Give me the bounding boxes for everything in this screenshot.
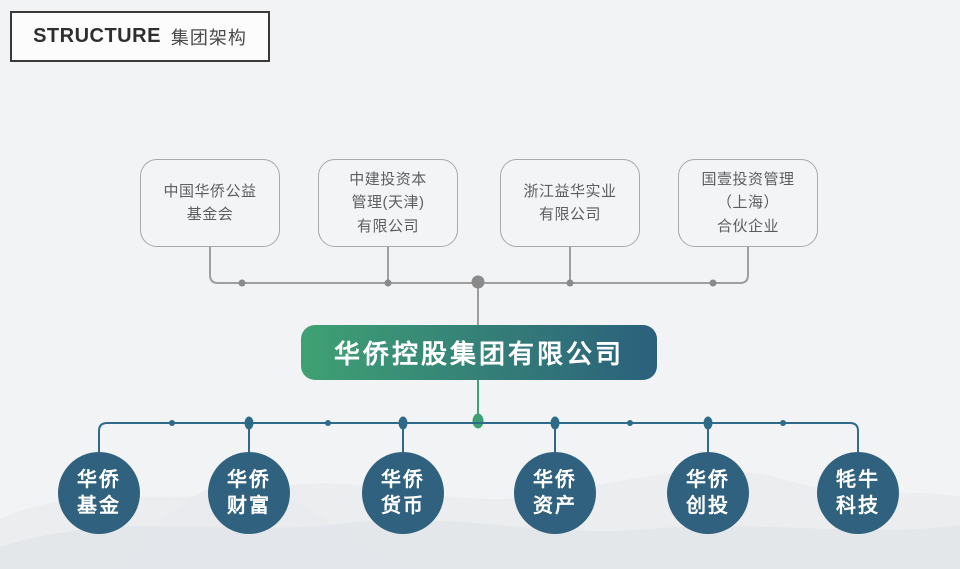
subsidiary-circle-5: 华侨 创投 xyxy=(667,452,749,534)
group-holding-node: 华侨控股集团有限公司 xyxy=(301,325,657,380)
shareholder-box-1: 中国华侨公益 基金会 xyxy=(140,159,280,247)
subsidiary-circle-2: 华侨 财富 xyxy=(208,452,290,534)
subsidiary-circle-3: 华侨 货币 xyxy=(362,452,444,534)
section-title-zh: 集团架构 xyxy=(170,27,247,48)
top-connector-dots xyxy=(238,275,717,289)
shareholder-box-3: 浙江益华实业 有限公司 xyxy=(500,159,640,247)
shareholder-box-4: 国壹投资管理 （上海） 合伙企业 xyxy=(678,159,818,247)
subsidiary-circle-1: 华侨 基金 xyxy=(58,452,140,534)
section-header: STRUCTURE 集团架构 xyxy=(10,11,270,62)
group-drop-dot xyxy=(472,413,484,429)
bottom-connector-dots xyxy=(169,416,786,430)
subsidiary-circle-6: 牦牛 科技 xyxy=(817,452,899,534)
shareholder-box-2: 中建投资本 管理(天津) 有限公司 xyxy=(318,159,458,247)
subsidiary-circle-4: 华侨 资产 xyxy=(514,452,596,534)
section-title-en: STRUCTURE xyxy=(33,25,161,47)
